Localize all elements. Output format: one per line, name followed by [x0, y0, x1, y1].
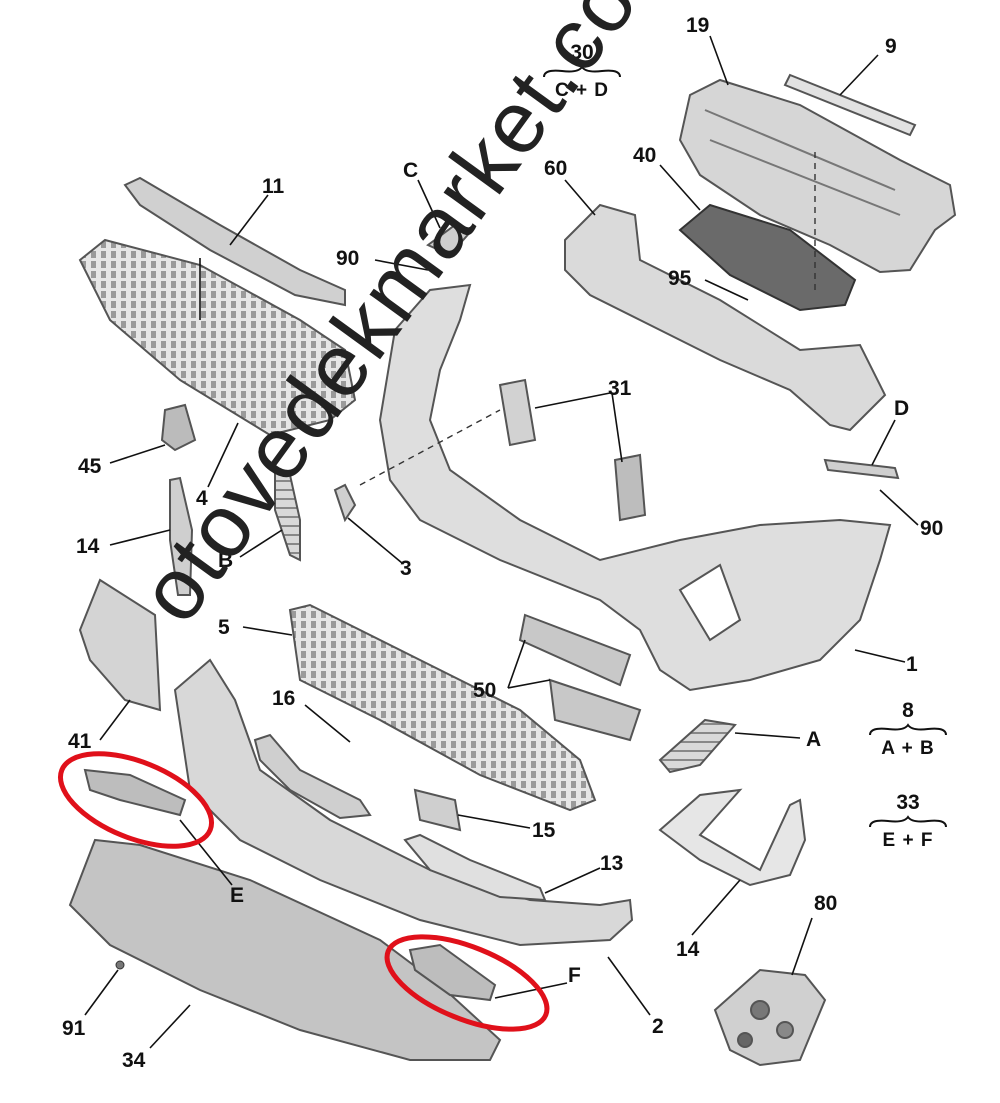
- label-40: 40: [633, 144, 657, 167]
- group-8-number: 8: [902, 699, 914, 722]
- label-34: 34: [122, 1049, 146, 1072]
- label-11: 11: [262, 175, 285, 198]
- label-90-top: 90: [336, 247, 360, 270]
- part-cover-15: [413, 788, 462, 832]
- label-16: 16: [272, 687, 296, 710]
- part-bracket-E: [83, 768, 187, 817]
- brace-icon: [543, 65, 621, 78]
- part-trim-16: [253, 733, 372, 820]
- part-lower-grille: [288, 603, 597, 812]
- label-13: 13: [600, 852, 624, 875]
- label-1: 1: [906, 653, 918, 676]
- part-clip-91: [115, 960, 125, 970]
- group-33: 33 E + F: [853, 792, 963, 850]
- part-trim-B: [274, 468, 301, 562]
- label-2: 2: [652, 1015, 664, 1038]
- label-C: C: [403, 159, 419, 182]
- group-33-combo: E + F: [882, 830, 934, 851]
- part-reinforcement-50a: [518, 613, 632, 687]
- label-90-right: 90: [920, 517, 944, 540]
- group-30: 30 C + D: [527, 42, 637, 100]
- label-45: 45: [78, 455, 102, 478]
- label-60: 60: [544, 157, 568, 180]
- part-insert-A: [658, 718, 737, 774]
- label-95: 95: [668, 267, 692, 290]
- label-E: E: [230, 884, 245, 907]
- part-bracket-F: [408, 943, 497, 1002]
- group-8: 8 A + B: [853, 700, 963, 758]
- part-sensor-45: [160, 403, 197, 452]
- part-grille: [78, 238, 357, 437]
- brace-icon: [869, 815, 947, 828]
- part-bracket-40: [678, 203, 857, 312]
- part-front-bumper: [378, 283, 892, 692]
- label-D: D: [894, 397, 910, 420]
- part-cap-3: [333, 483, 357, 523]
- part-trim-14-left: [169, 476, 194, 596]
- label-5: 5: [218, 616, 230, 639]
- part-bumper-beam: [564, 203, 887, 432]
- label-3: 3: [400, 557, 412, 580]
- label-15: 15: [532, 819, 556, 842]
- alignment-lines: [359, 150, 816, 486]
- part-bracket-31a: [498, 378, 537, 447]
- highlight-F: [384, 934, 550, 1032]
- part-deflector-41: [78, 578, 162, 712]
- label-80: 80: [814, 892, 838, 915]
- label-14-right: 14: [676, 938, 700, 961]
- part-reinforcement-50b: [548, 678, 642, 742]
- part-clip-D: [823, 458, 900, 480]
- label-9: 9: [885, 35, 897, 58]
- label-50: 50: [473, 679, 497, 702]
- label-91: 91: [62, 1017, 86, 1040]
- label-B: B: [218, 549, 234, 572]
- label-4: 4: [196, 487, 208, 510]
- group-33-number: 33: [896, 791, 920, 814]
- group-8-combo: A + B: [881, 738, 935, 759]
- group-30-number: 30: [570, 41, 594, 64]
- label-41: 41: [68, 730, 92, 753]
- part-trim-13: [403, 833, 547, 902]
- part-radiator-support: [678, 78, 957, 274]
- group-30-combo: C + D: [554, 80, 610, 101]
- label-19: 19: [686, 14, 710, 37]
- label-14-left: 14: [76, 535, 100, 558]
- label-31: 31: [608, 377, 632, 400]
- part-strip: [783, 73, 917, 137]
- highlight-E: [57, 751, 215, 849]
- label-F: F: [568, 964, 581, 987]
- part-undertray: [68, 838, 502, 1061]
- part-bracket-31b: [613, 453, 647, 522]
- part-lower-lip: [173, 658, 634, 947]
- part-trim-14-right: [658, 788, 807, 887]
- part-trim-11: [123, 176, 346, 307]
- brace-icon: [869, 723, 947, 736]
- leader-lines: [84, 35, 919, 1049]
- part-fixing-kit: [713, 968, 827, 1067]
- label-A: A: [806, 728, 822, 751]
- part-clip-C: [426, 223, 474, 257]
